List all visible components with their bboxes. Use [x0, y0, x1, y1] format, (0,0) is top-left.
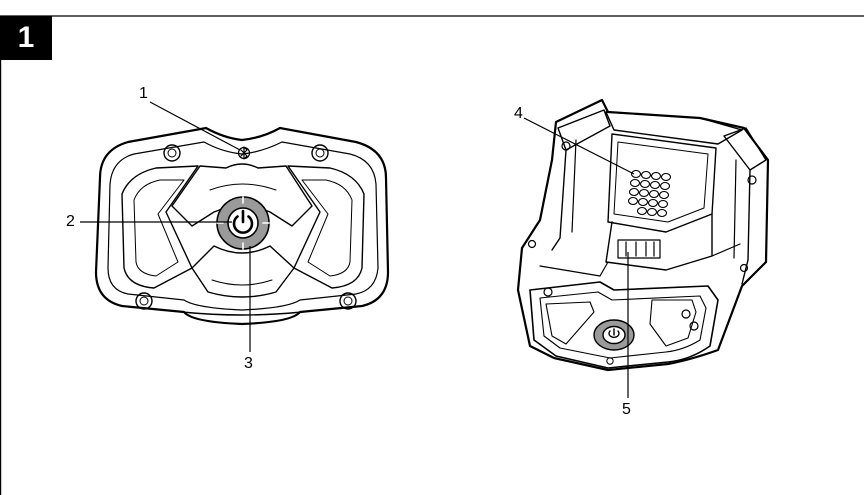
device-perspective-view: [516, 98, 770, 372]
figure-number-badge: 1: [0, 16, 52, 60]
callout-3: 3: [244, 355, 253, 372]
leader-4: [523, 117, 635, 175]
callout-2: 2: [66, 213, 75, 230]
callout-4: 4: [514, 105, 523, 122]
leader-1: [149, 101, 241, 151]
callout-5: 5: [622, 401, 631, 418]
bluetooth-icon: [237, 146, 251, 160]
device-front-view: [94, 126, 390, 326]
callout-1: 1: [139, 85, 148, 102]
power-icon: [232, 209, 254, 234]
leader-lines: [80, 101, 635, 398]
